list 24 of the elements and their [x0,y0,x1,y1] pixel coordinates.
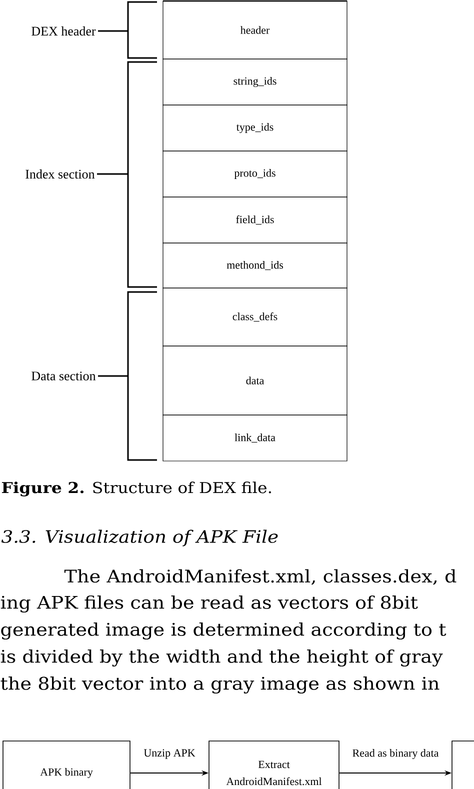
table-row: data [162,346,348,416]
table-row: methond_ids [162,242,348,288]
table-row: field_ids [162,196,348,244]
process-box: Extract AndroidManifest.xml [208,740,340,789]
section-label: DEX header [32,26,96,36]
paragraph-line: generated image is determined according to t [1,622,446,640]
paragraph-line: ing APK files can be read as vectors of 8bit [0,595,418,613]
edge-label: Read as binary data [352,749,439,759]
process-box [452,740,474,789]
table-row: string_ids [162,58,348,106]
table-row: link_data [162,414,348,462]
paragraph-line: the 8bit vector into a gray image as shown in [0,676,440,694]
process-box: APK binary [2,740,130,789]
table-row: class_defs [162,288,348,346]
figure-caption: Figure 2. Structure of DEX file. [2,482,272,496]
paragraph-line: The AndroidManifest.xml, classes.dex, d [64,569,456,585]
paragraph-line: is divided by the width and the height of gray [0,649,443,667]
section-heading: 3.3. Visualization of APK File [1,530,278,546]
section-label: Data section [32,372,96,380]
section-label: Index section [26,169,95,179]
table-row: header [162,0,348,60]
table-row: type_ids [162,104,348,152]
edge-label: Unzip APK [144,749,196,759]
table-row: proto_ids [162,150,348,198]
